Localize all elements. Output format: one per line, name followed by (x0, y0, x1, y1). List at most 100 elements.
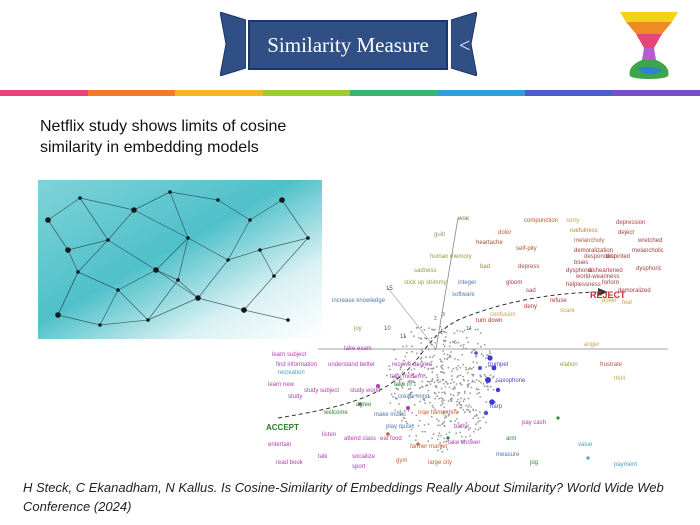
scatter-point (431, 404, 434, 407)
scatter-point (405, 345, 408, 348)
scatter-point (472, 373, 475, 376)
scatter-point (430, 367, 433, 370)
scatter-point (424, 413, 427, 415)
scatter-point (428, 381, 431, 383)
plot-word-label: elation (560, 362, 578, 368)
scatter-point (407, 388, 410, 390)
plot-word-label: thrill (614, 376, 625, 382)
scatter-point (436, 418, 438, 421)
plot-word-label: frustrate (600, 362, 623, 368)
scatter-point (388, 365, 391, 368)
scatter-point (487, 355, 493, 361)
plot-word-label: 15 (386, 286, 393, 292)
plot-word-label: now hampshire (418, 410, 459, 416)
plot-word-label: sadness (414, 268, 436, 274)
plot-word-label: 10 (384, 326, 391, 332)
scatter-point (449, 341, 452, 344)
scatter-point (460, 404, 463, 407)
plot-word-label: turn down (476, 318, 502, 324)
scatter-point (454, 420, 456, 422)
scatter-point (477, 417, 480, 419)
scatter-point (459, 374, 462, 377)
network-edge (243, 309, 289, 321)
plot-word-label: integer (458, 280, 476, 286)
scatter-point (457, 398, 459, 401)
scatter-point (488, 350, 491, 352)
scatter-point (443, 420, 446, 423)
network-edge (197, 297, 245, 311)
scatter-point (420, 349, 423, 351)
plot-word-label: farmer market (410, 444, 448, 450)
scatter-point (413, 335, 415, 338)
network-node (258, 248, 262, 252)
plot-word-label: pay cash (522, 420, 546, 426)
plot-word-label: disheartened (588, 268, 623, 274)
plot-word-label: dysphoria (566, 268, 593, 274)
scatter-point (419, 387, 422, 389)
plot-word-label: eat food (380, 436, 402, 442)
scatter-point (430, 415, 433, 418)
network-node (195, 295, 201, 301)
stripe-segment (262, 90, 350, 96)
scatter-point (436, 438, 439, 441)
scatter-point (429, 356, 431, 359)
scatter-point (441, 450, 444, 453)
scatter-point (453, 385, 456, 388)
plot-word-label: world-weariness (575, 274, 619, 280)
scatter-point (477, 342, 479, 345)
scatter-point (471, 379, 474, 382)
scatter-point (465, 368, 467, 371)
scatter-point (468, 367, 471, 369)
scatter-point (467, 341, 470, 343)
scatter-point (478, 380, 481, 383)
network-edge (243, 275, 275, 311)
scatter-point (411, 381, 413, 384)
scatter-point (451, 370, 453, 372)
scatter-point (462, 378, 465, 381)
network-edge (281, 199, 309, 239)
scatter-point (490, 365, 493, 368)
plot-word-label: despondent (584, 254, 616, 260)
scatter-point (463, 329, 466, 332)
scatter-point (477, 429, 480, 431)
scatter-point (411, 345, 413, 348)
scatter-point (439, 358, 442, 361)
network-edge (79, 197, 135, 211)
scatter-point (446, 436, 450, 440)
scatter-point (470, 438, 472, 441)
scatter-point (445, 433, 448, 436)
scatter-point (400, 384, 403, 387)
scatter-point (423, 366, 426, 369)
scatter-point (489, 385, 492, 388)
network-node (226, 258, 230, 262)
scatter-point (449, 356, 451, 358)
scatter-point (437, 434, 440, 437)
scatter-point (401, 386, 404, 389)
network-node (55, 312, 61, 318)
scatter-point (435, 384, 438, 387)
scatter-point (465, 404, 467, 407)
scatter-point (474, 351, 478, 355)
plot-word-label: software (452, 292, 475, 298)
network-edge (155, 269, 199, 299)
scatter-point (458, 402, 461, 405)
scatter-point (430, 360, 433, 363)
plot-word-label: talk (318, 454, 328, 460)
scatter-point (495, 380, 497, 383)
scatter-point (402, 359, 405, 362)
plot-word-label: dolor (498, 230, 511, 236)
scatter-point (480, 353, 483, 355)
network-edge (67, 249, 79, 273)
scatter-point (407, 361, 410, 363)
plot-word-label: value (578, 442, 593, 448)
scatter-point (446, 448, 449, 451)
scatter-point (399, 368, 402, 371)
scatter-point (489, 352, 491, 355)
scatter-point (434, 342, 436, 344)
scatter-point (400, 378, 403, 380)
scatter-point (424, 337, 426, 339)
plot-word-label: 14 (466, 326, 472, 332)
network-node (216, 198, 220, 202)
scatter-point (482, 355, 485, 357)
plot-word-label: gloom (506, 280, 522, 286)
